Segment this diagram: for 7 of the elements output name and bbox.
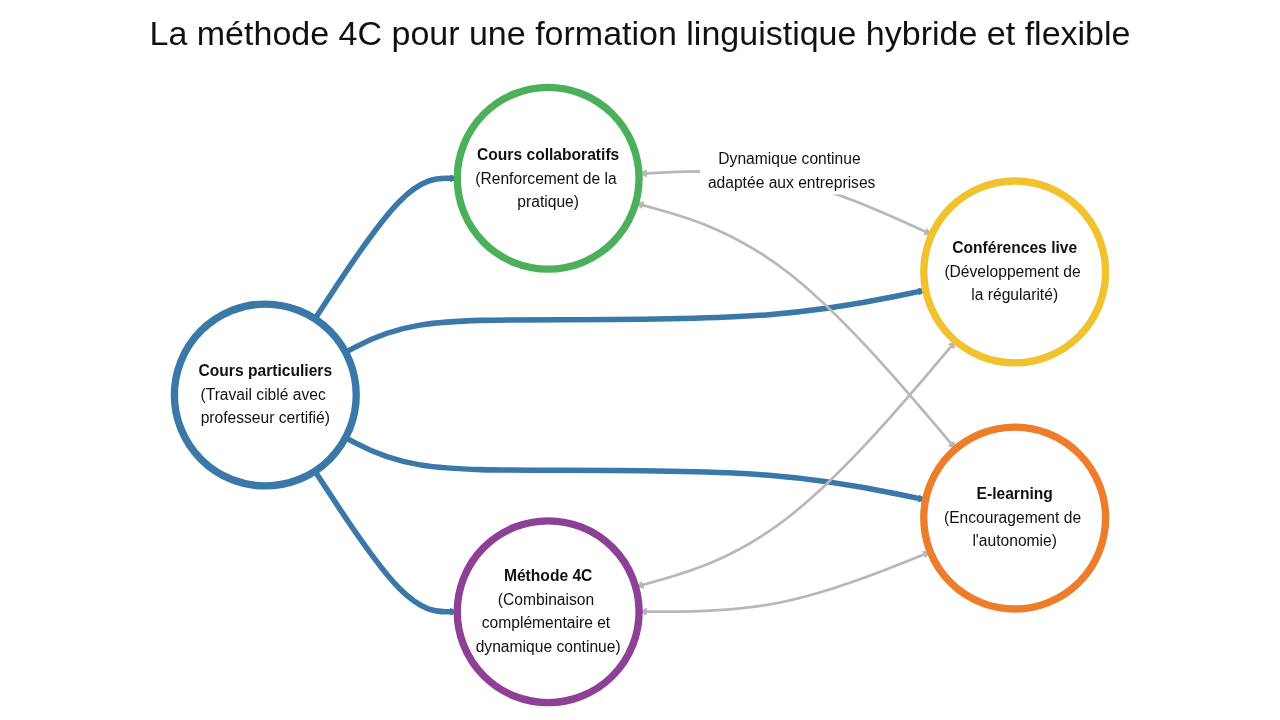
node-circle: Méthode 4C (Combinaison complémentaire et dynamique continue) — [453, 517, 643, 707]
node-circle: E-learning (Encouragement de l'autonomie) — [920, 423, 1110, 613]
title: La méthode 4C pour une formation linguistique hybride et flexible — [148, 14, 1132, 53]
edge-label: Dynamique continue adaptée aux entreprises — [707, 150, 876, 192]
node-circle: Cours collaboratifs (Renforcement de la pratique) — [453, 83, 643, 273]
node-circle: Conférences live (Développement de la régularité) — [920, 177, 1110, 367]
node-circle: Cours particuliers (Travail ciblé avec professeur certifié) — [170, 300, 360, 490]
